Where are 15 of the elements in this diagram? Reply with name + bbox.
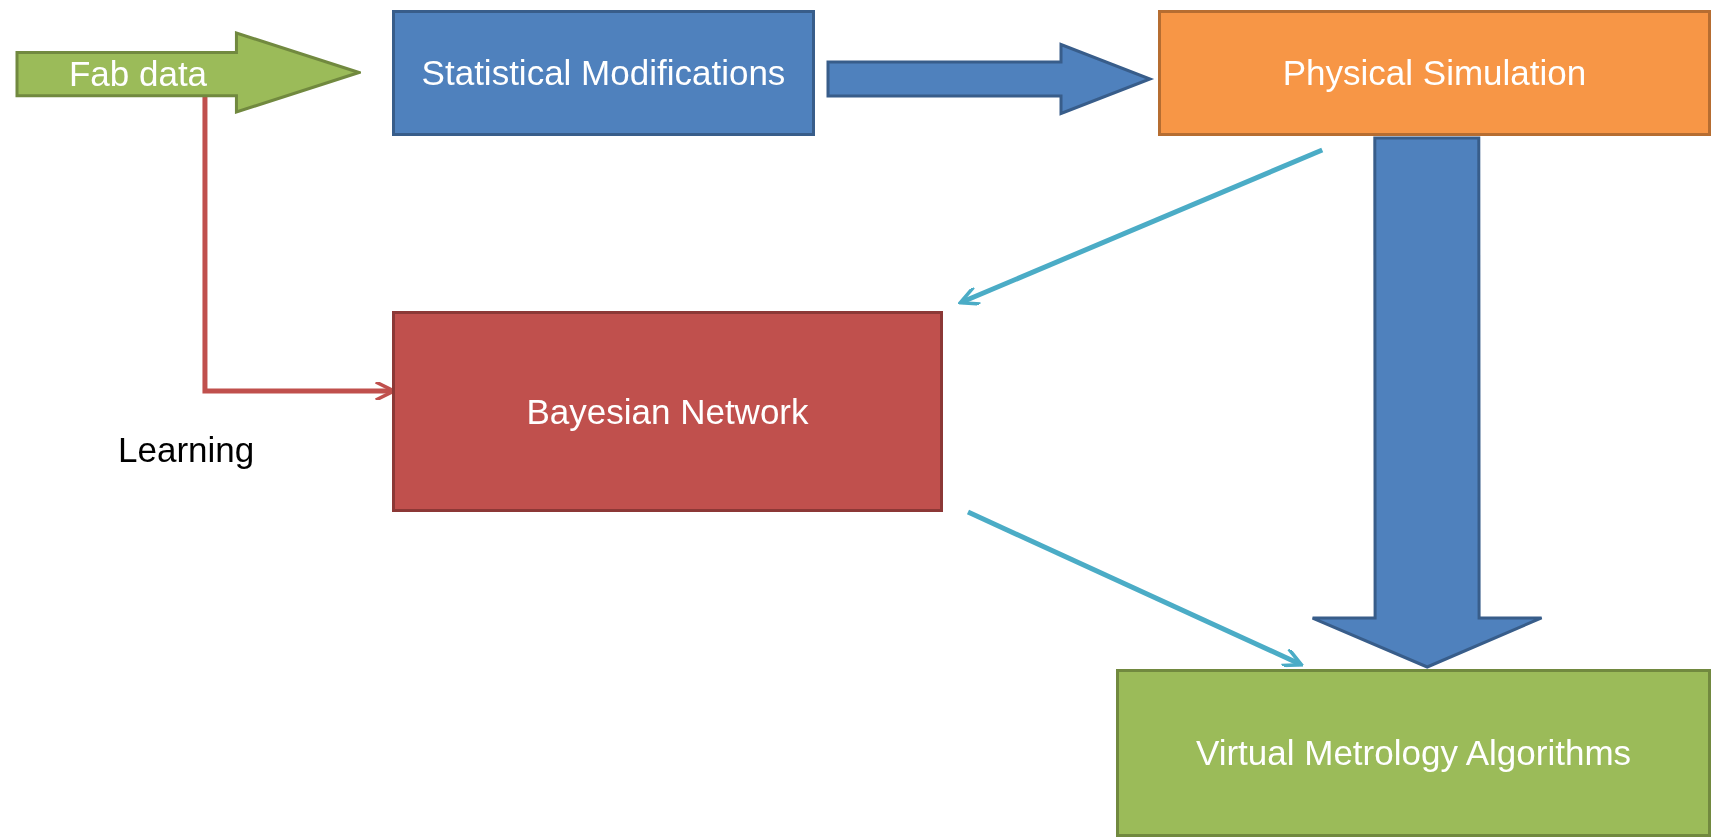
block-arrow [826,42,1155,116]
process-box [392,10,815,136]
node-label: Bayesian Network [525,390,810,433]
process-box [1158,10,1711,136]
arrow [958,147,1324,306]
process-box [1116,669,1711,837]
arrow [966,509,1304,668]
node-label: Fab data [68,52,208,95]
process-box [392,311,943,512]
block-arrow [1311,136,1544,669]
node-label: Physical Simulation [1281,52,1588,95]
node-label: Statistical Modifications [420,52,787,95]
edge-label: Learning [118,432,255,467]
block-arrow [15,31,361,114]
node-label: Virtual Metrology Algorithms [1194,732,1633,775]
